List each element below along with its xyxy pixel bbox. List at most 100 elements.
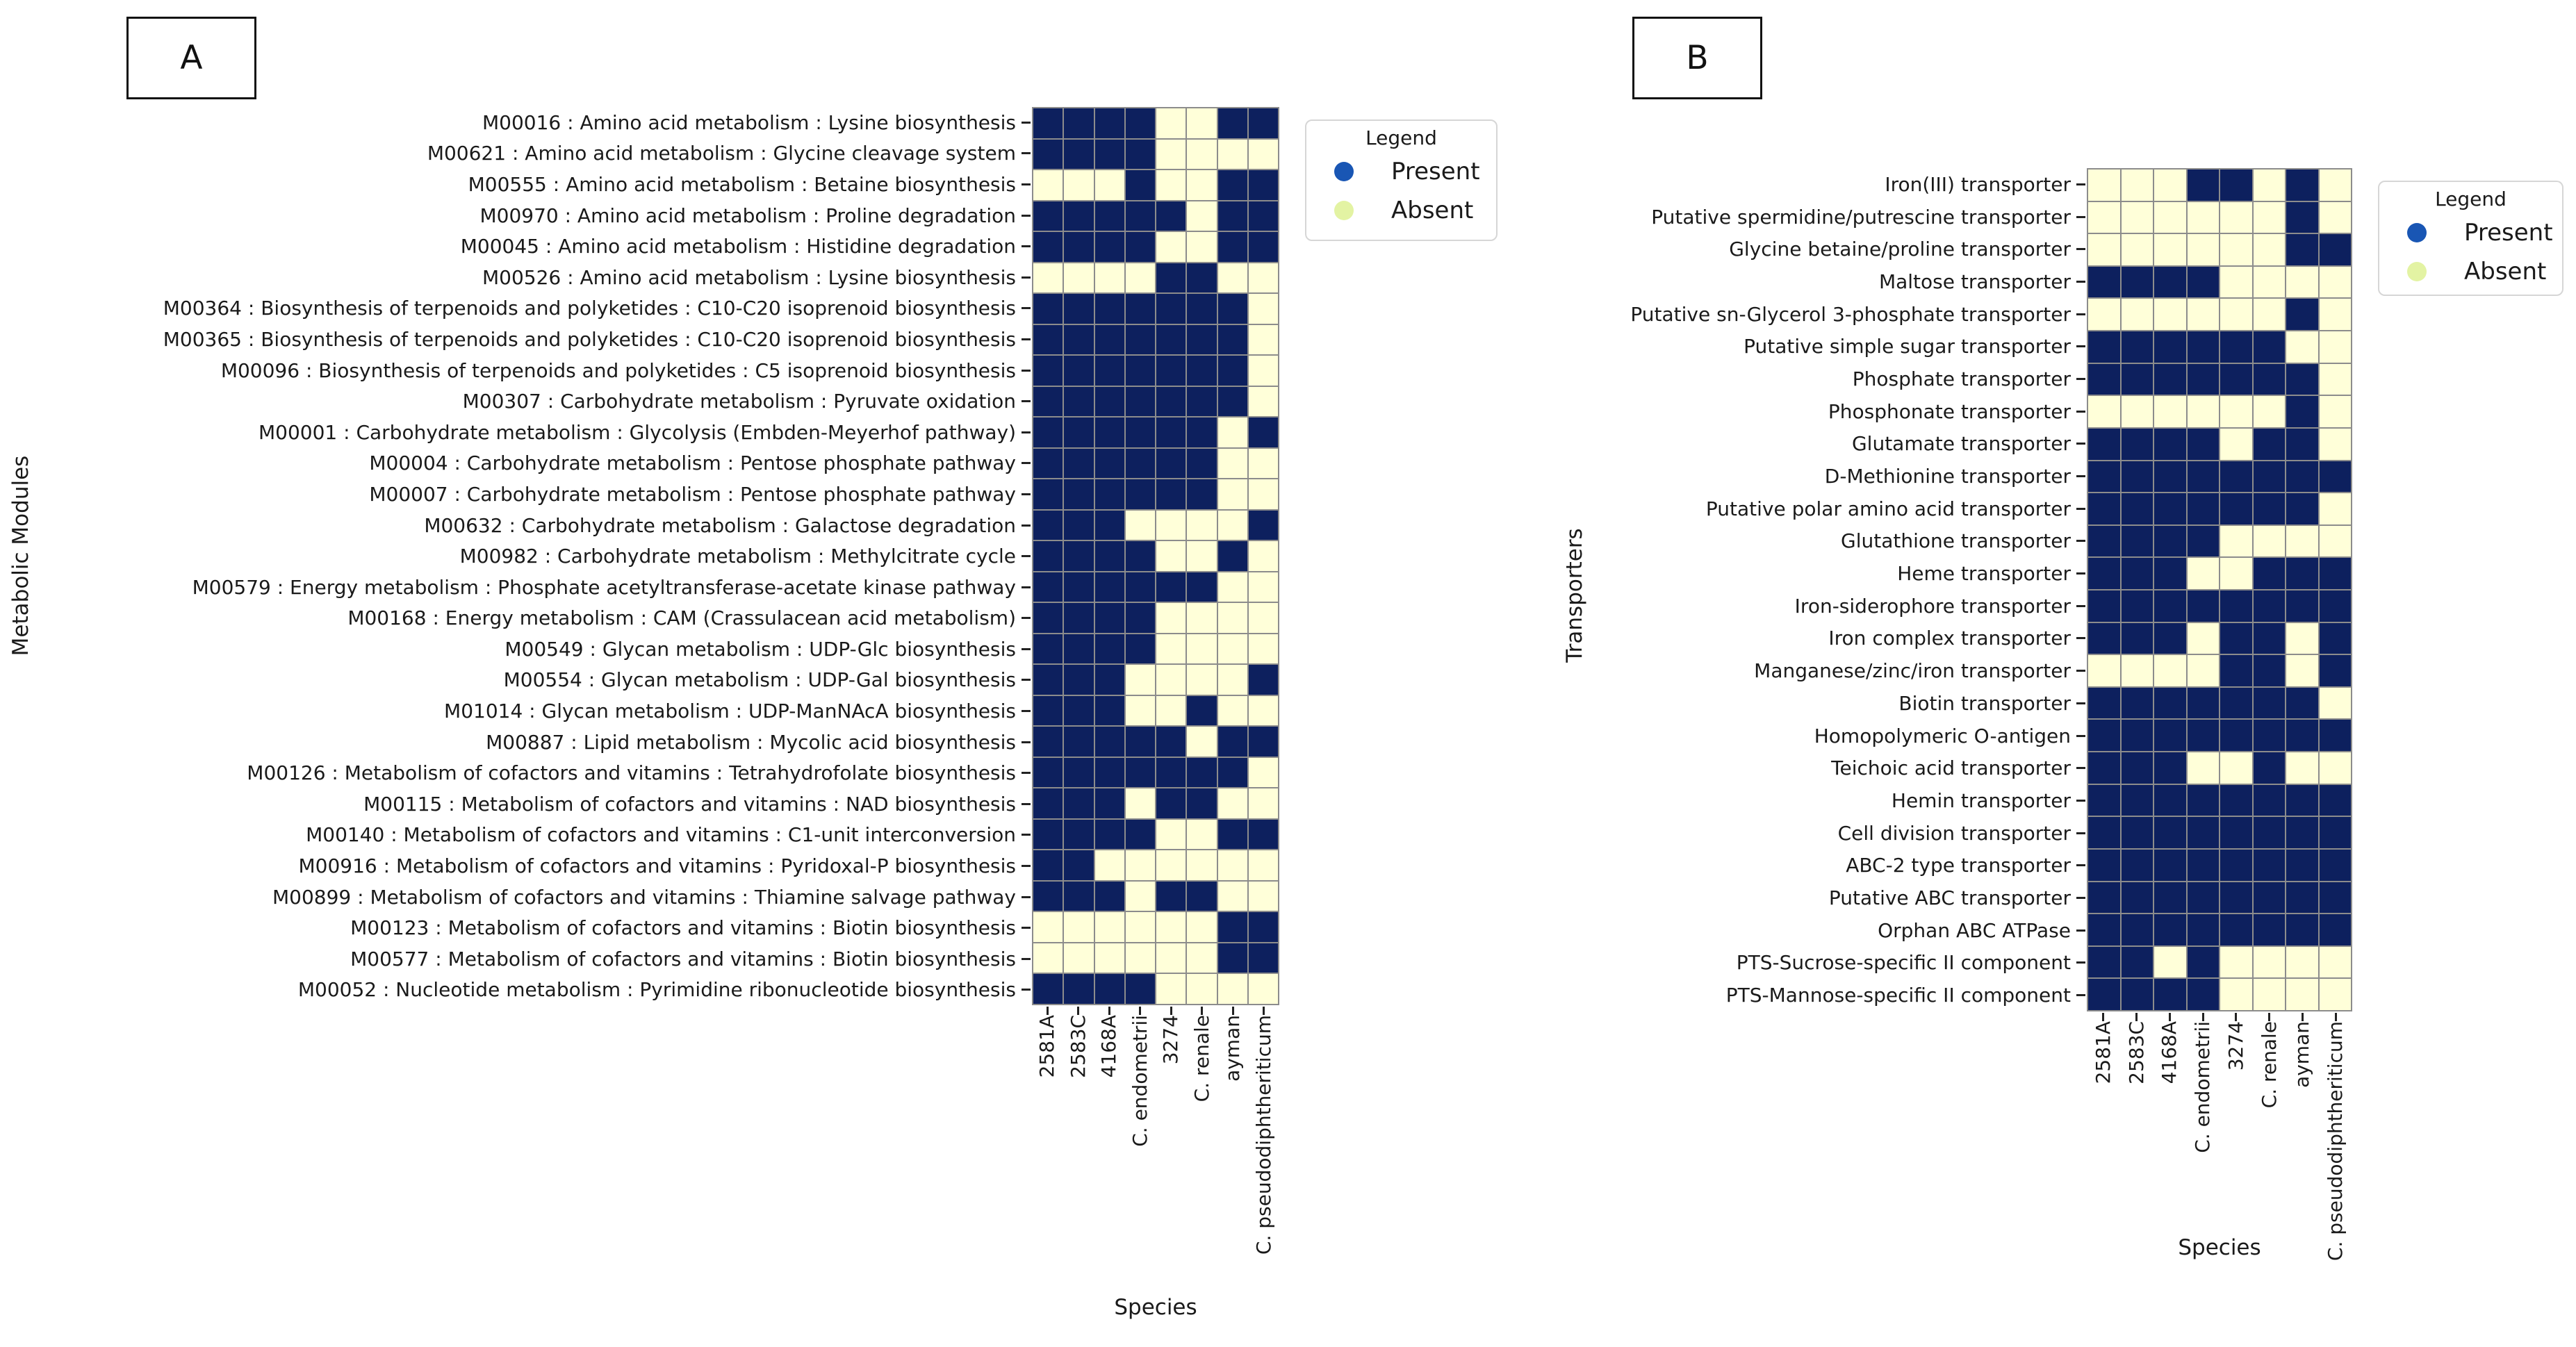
heatmap-cell [1033,139,1063,170]
heatmap-cell [2154,396,2186,427]
heatmap-cell [2088,849,2120,881]
heatmap-cell [1094,201,1124,231]
heatmap-cell [2088,493,2120,524]
heatmap-cell [2286,946,2318,978]
heatmap-cell [2319,396,2351,427]
y-tick [2076,799,2085,802]
heatmap-cell [1064,603,1094,633]
heatmap-cell [2319,170,2351,201]
heatmap-cell [2088,201,2120,233]
heatmap-cell [1156,294,1186,324]
y-tick [2076,540,2085,543]
heatmap-cell [1248,819,1278,850]
y-tick [1022,679,1031,681]
heatmap-cell [1094,510,1124,540]
heatmap-cell [1033,695,1063,726]
heatmap-cell [1156,881,1186,911]
row-label: Teichoic acid transporter [1595,752,2085,784]
heatmap-cell [1033,788,1063,818]
heatmap-cell [2154,655,2186,686]
heatmap-cell [1248,201,1278,231]
heatmap-cell [1125,541,1155,571]
heatmap-cell [1248,850,1278,880]
heatmap-cell [1033,603,1063,633]
heatmap-cell [2187,493,2219,524]
heatmap-cell [1033,974,1063,1004]
heatmap-cell [2220,558,2252,589]
row-label: M00007 : Carbohydrate metabolism : Pento… [0,479,1031,510]
heatmap-cell [2154,817,2186,848]
row-label: Putative polar amino acid transporter [1595,493,2085,525]
heatmap-cell [1187,479,1217,509]
row-label: M00982 : Carbohydrate metabolism : Methy… [0,540,1031,572]
heatmap-cell [2088,882,2120,914]
row-label: M00555 : Amino acid metabolism : Betaine… [0,169,1031,200]
heatmap-cell [1094,695,1124,726]
heatmap-cell [1248,294,1278,324]
x-tick [2235,1013,2238,1021]
y-tick [1022,617,1031,620]
heatmap-cell [2088,817,2120,848]
heatmap-cell [1156,665,1186,695]
heatmap-cell [1217,510,1247,540]
heatmap-cell [1094,912,1124,942]
row-label: Iron-siderophore transporter [1595,590,2085,622]
row-label: Orphan ABC ATPase [1595,914,2085,947]
col-label: 4168A [2158,1021,2181,1084]
heatmap-cell [1217,974,1247,1004]
heatmap-cell [2286,461,2318,493]
panel-a-letter: A [180,39,203,77]
heatmap-cell [2187,234,2219,265]
heatmap-cell [2319,784,2351,816]
heatmap-cell [1217,727,1247,757]
row-label: M00579 : Energy metabolism : Phosphate a… [0,572,1031,603]
heatmap-cell [1156,263,1186,293]
y-tick [1022,431,1031,433]
y-tick [2076,734,2085,737]
heatmap-cell [1156,418,1186,447]
heatmap-cell [2121,590,2153,622]
heatmap-cell [1187,294,1217,324]
heatmap-cell [1217,850,1247,880]
heatmap-cell [1033,294,1063,324]
x-tick [2301,1013,2304,1021]
heatmap-cell [2220,170,2252,201]
heatmap-cell [2253,170,2285,201]
heatmap-cell [1187,819,1217,850]
heatmap-cell [2286,299,2318,331]
row-label: M00916 : Metabolism of cofactors and vit… [0,850,1031,882]
heatmap-cell [1064,912,1094,942]
heatmap-cell [1217,418,1247,447]
heatmap-cell [2187,558,2219,589]
legend-item-present: Present [1306,152,1496,191]
heatmap-cell [1217,912,1247,942]
heatmap-cell [1064,572,1094,602]
heatmap-cell [1248,943,1278,973]
heatmap-cell [1125,263,1155,293]
heatmap-cell [2121,493,2153,524]
heatmap-cell [2286,914,2318,945]
heatmap-cell [2154,331,2186,363]
x-tick [2201,1013,2204,1021]
heatmap-cell [2253,655,2285,686]
x-tick [2268,1013,2271,1021]
heatmap-cell [1187,727,1217,757]
heatmap-cell [1033,819,1063,850]
heatmap-cell [2319,590,2351,622]
y-tick [1022,647,1031,650]
heatmap-cell [2319,882,2351,914]
heatmap-cell [2253,979,2285,1010]
x-tick [1170,1007,1172,1015]
heatmap-cell [2286,590,2318,622]
heatmap-cell [2253,299,2285,331]
heatmap-cell [2121,396,2153,427]
heatmap-cell [2286,201,2318,233]
heatmap-cell [1064,727,1094,757]
row-label: Putative simple sugar transporter [1595,330,2085,363]
heatmap-cell [2319,525,2351,557]
heatmap-cell [1187,356,1217,386]
heatmap-cell [2088,396,2120,427]
heatmap-cell [1125,850,1155,880]
heatmap-cell [2154,428,2186,460]
row-label: M00632 : Carbohydrate metabolism : Galac… [0,510,1031,541]
